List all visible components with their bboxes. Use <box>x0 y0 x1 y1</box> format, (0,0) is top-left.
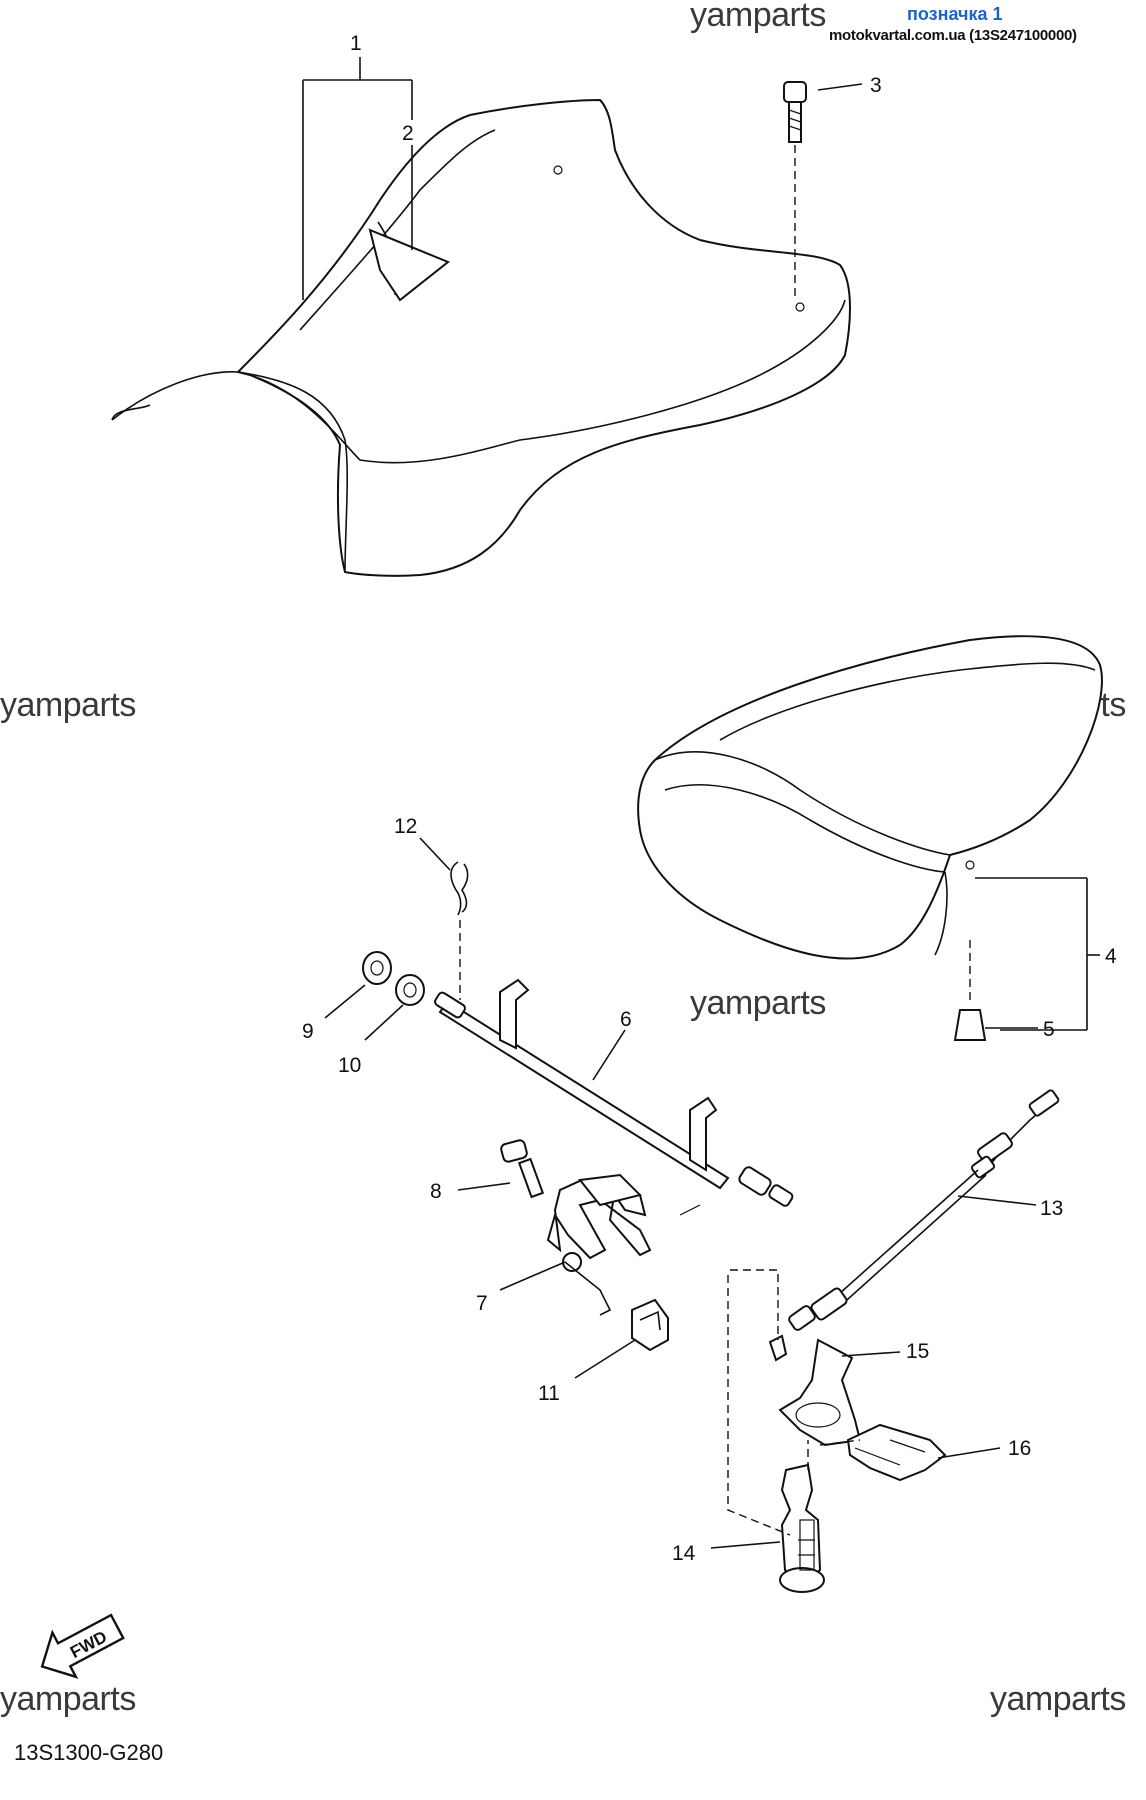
callout-16: 16 <box>1008 1437 1031 1460</box>
watermark: yamparts <box>0 1680 136 1718</box>
callout-15: 15 <box>906 1340 929 1363</box>
bolt-8 <box>500 1139 545 1199</box>
callout-9: 9 <box>302 1020 314 1043</box>
callout-12: 12 <box>394 815 417 838</box>
cover-16 <box>846 1423 947 1482</box>
collar-9 <box>362 951 392 985</box>
bolt-3 <box>783 81 807 300</box>
callout-7: 7 <box>476 1292 488 1315</box>
fwd-arrow-icon: FWD <box>40 1613 125 1679</box>
callout-5: 5 <box>1043 1018 1055 1041</box>
lock-14 <box>779 1463 825 1593</box>
watermark: yamparts <box>0 686 136 724</box>
cable-13 <box>768 1089 1060 1362</box>
callout-13: 13 <box>1040 1197 1063 1220</box>
callout-8: 8 <box>430 1180 442 1203</box>
callout-1: 1 <box>350 32 362 55</box>
callout-2: 2 <box>402 122 414 145</box>
watermark: yamparts <box>990 1680 1126 1718</box>
grommet-10 <box>395 974 425 1006</box>
passenger-seat <box>637 635 1103 960</box>
callout-11: 11 <box>538 1382 560 1405</box>
watermark: yamparts <box>690 984 826 1022</box>
rod-6 <box>434 978 794 1216</box>
leader-lines <box>302 57 1100 1549</box>
callout-10: 10 <box>338 1054 361 1077</box>
watermark: yamparts <box>690 0 826 34</box>
callout-4: 4 <box>1105 945 1117 968</box>
callout-6: 6 <box>620 1008 632 1031</box>
damper-5 <box>953 940 987 1041</box>
clamp-11 <box>631 1298 669 1352</box>
rider-seat <box>111 98 851 577</box>
header-tag: позначка 1 <box>907 4 1003 24</box>
header-source: motokvartal.com.ua (13S247100000) <box>829 27 1077 44</box>
callout-labels: 1 2 3 4 5 6 7 8 9 10 11 12 13 14 15 16 <box>302 32 1117 1565</box>
callout-3: 3 <box>870 74 882 97</box>
diagram-code: 13S1300-G280 <box>14 1740 164 1765</box>
bracket-7 <box>546 1173 652 1316</box>
clip-12 <box>450 861 469 1000</box>
callout-14: 14 <box>672 1542 696 1565</box>
